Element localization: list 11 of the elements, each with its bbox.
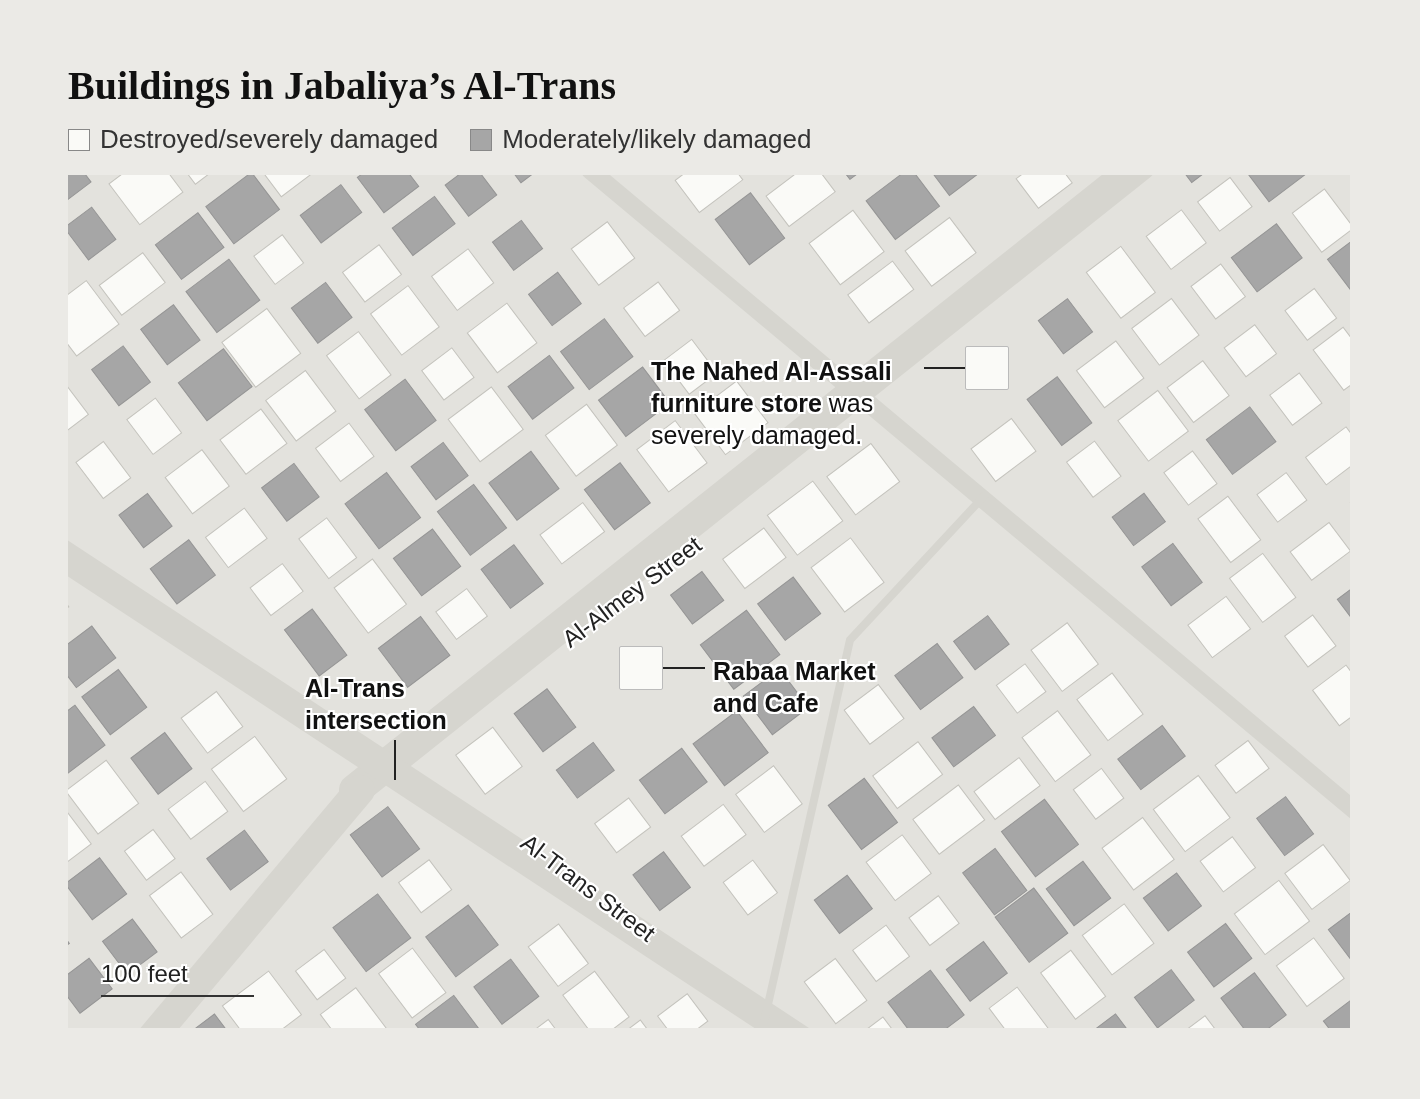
annotation: The Nahed Al-Assali furniture store was severely damaged.	[651, 355, 941, 451]
leader-line	[662, 667, 706, 669]
legend-label: Moderately/likely damaged	[502, 124, 812, 155]
title: Buildings in Jabaliya’s Al-Trans	[68, 62, 616, 109]
annotation: Rabaa Market and Cafe	[713, 655, 913, 719]
legend-label: Destroyed/severely damaged	[100, 124, 439, 155]
building-footprint	[965, 346, 1009, 390]
leader-line	[923, 367, 966, 369]
annotation: Al-Trans intersection	[305, 672, 485, 736]
leader-line	[394, 739, 396, 781]
scale-label: 100 feet	[101, 960, 188, 988]
